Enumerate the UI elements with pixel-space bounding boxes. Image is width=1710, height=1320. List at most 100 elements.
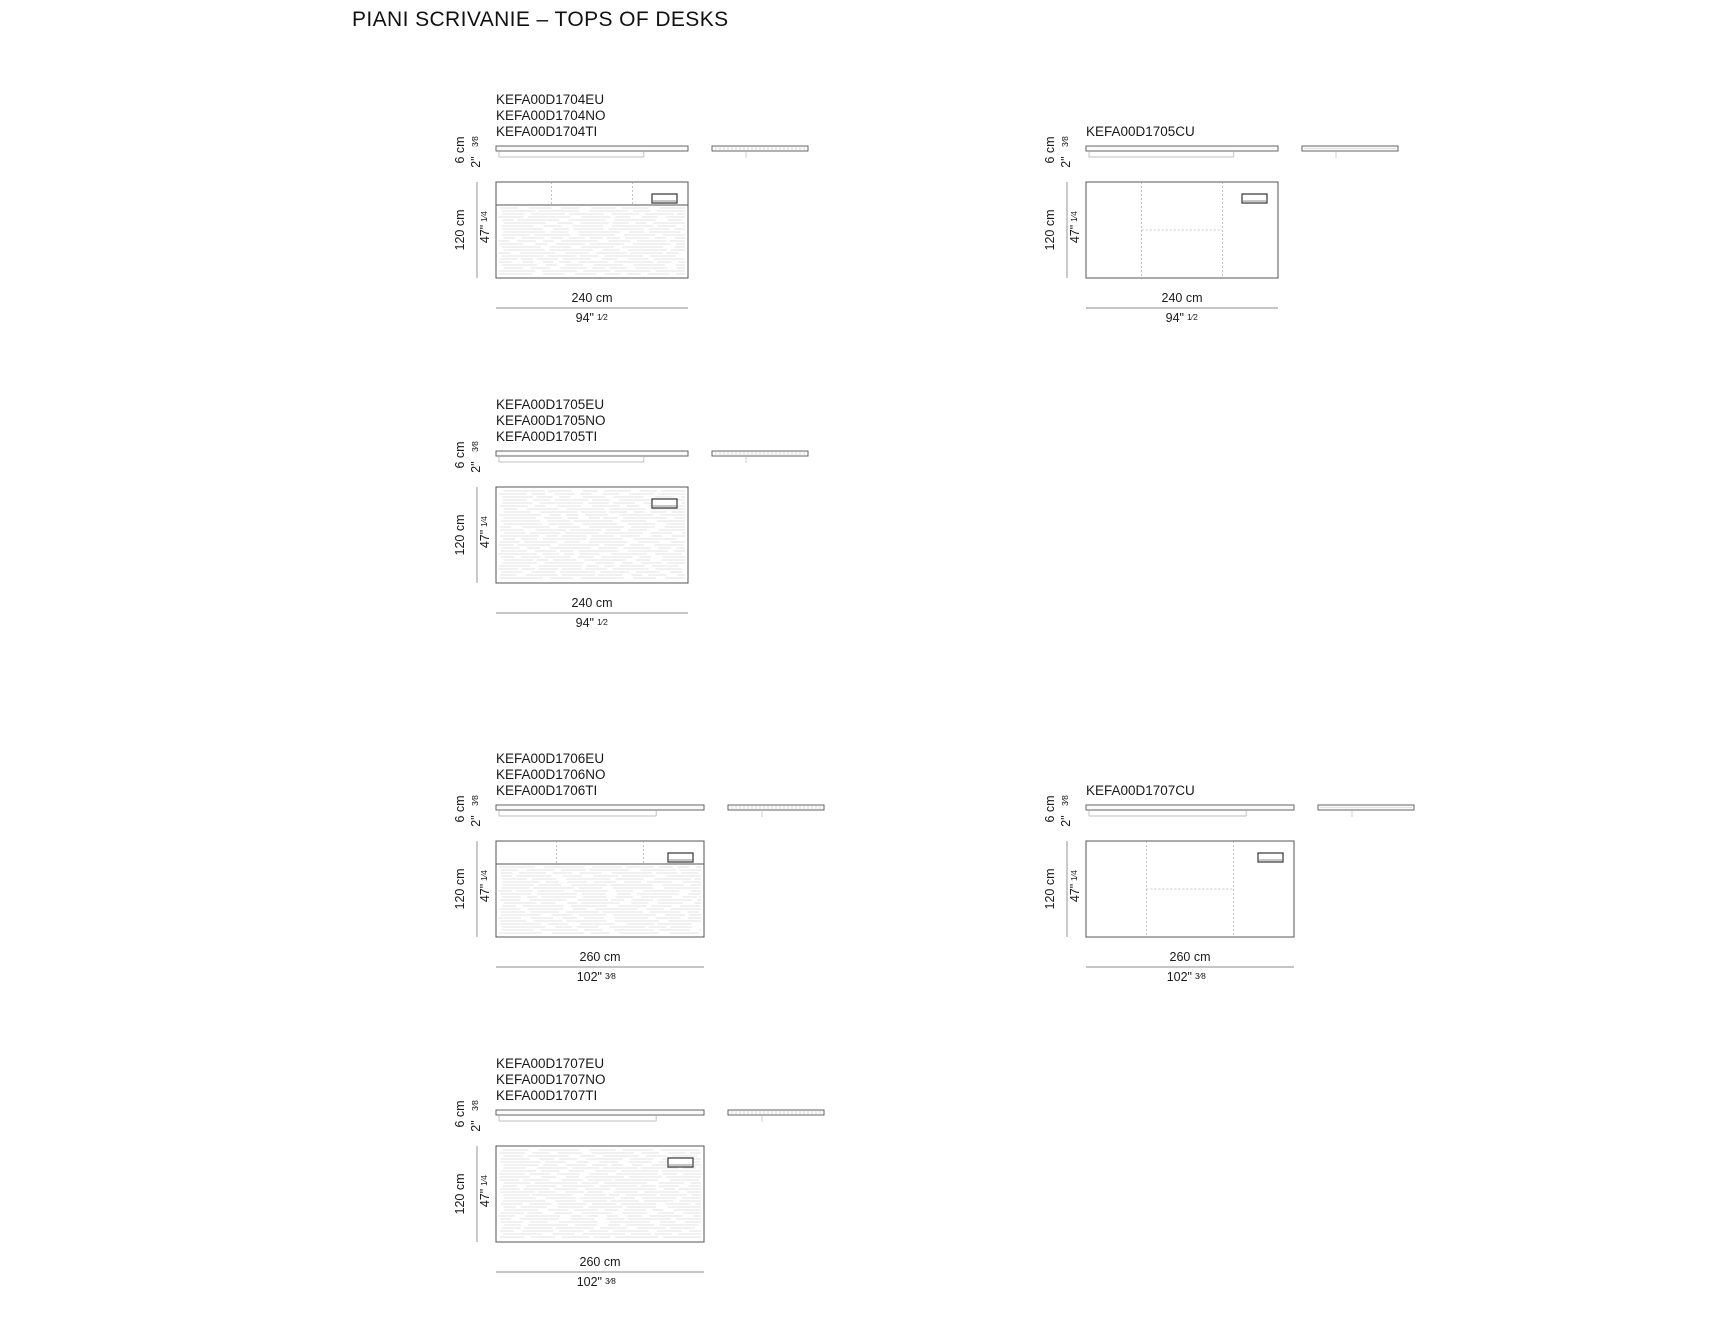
model-code: KEFA00D1705EU <box>496 397 605 412</box>
width-cm-label: 260 cm <box>580 1255 621 1269</box>
model-code-list: KEFA00D1707CU <box>1086 783 1386 837</box>
plan-view <box>495 486 689 584</box>
height-inch-label: 2" <box>1059 156 1073 167</box>
model-code: KEFA00D1707EU <box>496 1056 605 1071</box>
height-inch-fraction: 3⁄8 <box>470 795 480 806</box>
side-elevation <box>727 1109 825 1122</box>
height-inch-group: 2" 3⁄8 <box>469 795 483 827</box>
model-code: KEFA00D1706EU <box>496 751 605 766</box>
height-inch-group: 2" 3⁄8 <box>1059 136 1073 168</box>
wood-grain <box>498 207 685 275</box>
model-code: KEFA00D1704EU <box>496 92 605 107</box>
tray-outline <box>651 193 678 204</box>
front-elevation <box>1085 804 1295 817</box>
wood-grain <box>498 866 701 934</box>
depth-cm-label: 120 cm <box>1043 869 1057 910</box>
height-inch-label: 2" <box>469 1120 483 1131</box>
leather-panels <box>1141 182 1223 278</box>
height-cm-label: 6 cm <box>453 136 467 163</box>
depth-inch-group: 47"1⁄4 <box>478 870 492 902</box>
top-edge <box>495 450 689 457</box>
width-inch-label: 94" <box>576 616 594 630</box>
cable-tray <box>667 852 694 863</box>
width-cm-label: 240 cm <box>572 291 613 305</box>
tray-outline <box>1241 193 1268 204</box>
plan-view <box>495 840 705 938</box>
model-code: KEFA00D1705NO <box>496 413 606 428</box>
height-inch-group: 2"3⁄8 <box>1059 795 1073 827</box>
model-code-list: KEFA00D1705CU <box>1086 124 1386 178</box>
height-inch-fraction: 3⁄8 <box>1060 136 1070 147</box>
depth-inch-group: 47"1⁄4 <box>478 1175 492 1207</box>
height-inch-fraction: 3⁄8 <box>470 136 480 147</box>
tray-outline <box>667 852 694 863</box>
side-elevation <box>1301 145 1399 158</box>
model-code: KEFA00D1705CU <box>1086 124 1195 139</box>
width-cm-label: 260 cm <box>580 950 621 964</box>
width-cm-label: 260 cm <box>1170 950 1211 964</box>
side-elevation <box>711 450 809 463</box>
front-elevation <box>495 145 689 158</box>
width-inch-fraction: 3⁄8 <box>1195 971 1206 981</box>
width-inch-fraction: 1⁄2 <box>597 617 608 627</box>
leather-inlay-strip <box>496 841 704 865</box>
depth-inch-fraction: 1⁄4 <box>1069 211 1079 222</box>
height-cm-label: 6 cm <box>1043 795 1057 822</box>
top-edge <box>1085 804 1295 811</box>
front-elevation <box>495 804 705 817</box>
cable-tray <box>667 1157 694 1168</box>
model-code: KEFA00D1705TI <box>496 429 598 444</box>
height-inch-label: 2" <box>469 815 483 826</box>
top-edge <box>1085 145 1279 152</box>
model-code: KEFA00D1704NO <box>496 108 606 123</box>
side-elevation <box>727 804 825 817</box>
cable-tray <box>651 193 678 204</box>
depth-inch-group: 47"1⁄4 <box>478 211 492 243</box>
depth-cm-label: 120 cm <box>1043 210 1057 251</box>
depth-inch-fraction: 1⁄4 <box>1069 870 1079 881</box>
height-cm-label: 6 cm <box>453 795 467 822</box>
depth-inch-label: 47" <box>1068 884 1082 902</box>
depth-dimension: 120 cm 47" 1⁄4 <box>1043 841 1082 937</box>
side-elevation <box>711 145 809 158</box>
front-elevation <box>495 1109 705 1122</box>
height-inch-fraction: 3⁄8 <box>1060 795 1070 806</box>
depth-inch-label: 47" <box>478 225 492 243</box>
depth-inch-fraction: 1⁄4 <box>479 870 489 881</box>
height-inch-label: 2" <box>469 156 483 167</box>
leather-inlay-strip <box>496 182 688 206</box>
model-code: KEFA00D1707NO <box>496 1072 606 1087</box>
cable-tray <box>651 498 678 509</box>
height-cm-label: 6 cm <box>453 441 467 468</box>
plan-view <box>1085 181 1279 279</box>
leather-panels <box>1146 841 1234 937</box>
front-elevation <box>495 450 689 463</box>
height-inch-group: 2" 3⁄8 <box>469 136 483 168</box>
tray-outline <box>651 498 678 509</box>
page-title: PIANI SCRIVANIE – TOPS OF DESKS <box>352 8 729 31</box>
height-inch-fraction: 3⁄8 <box>470 1100 480 1111</box>
model-code: KEFA00D1704TI <box>496 124 598 139</box>
depth-inch-fraction: 1⁄4 <box>479 516 489 527</box>
depth-inch-fraction: 1⁄4 <box>479 1175 489 1186</box>
